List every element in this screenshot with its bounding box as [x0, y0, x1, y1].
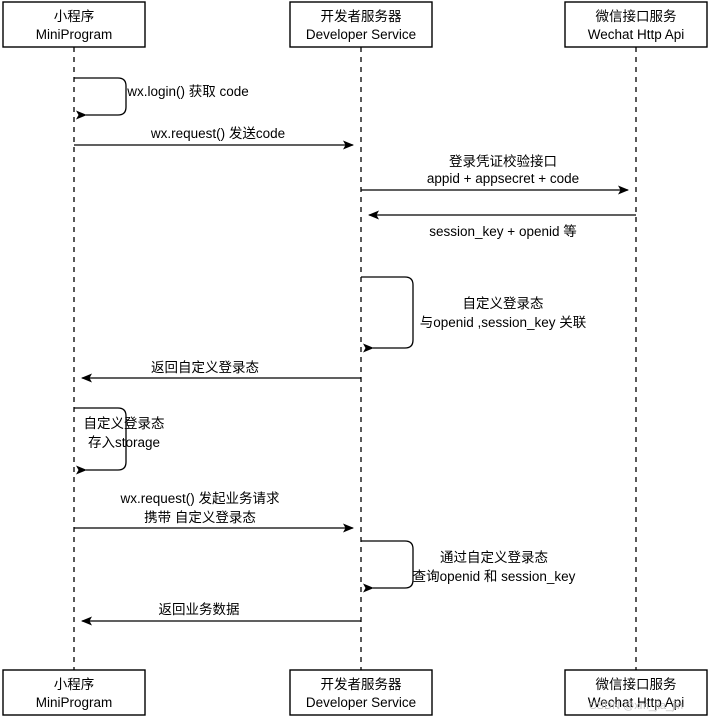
message-label-line2: 查询openid 和 session_key — [413, 569, 576, 584]
participant-header-developer-service[interactable]: 开发者服务器 Developer Service — [289, 1, 433, 48]
participant-box — [2, 1, 146, 48]
participant-footer-developer-service[interactable]: 开发者服务器 Developer Service — [289, 669, 433, 716]
participant-box — [564, 1, 708, 48]
message-label-line1: wx.request() 发起业务请求 — [119, 491, 280, 506]
message-label: wx.login() 获取 code — [126, 84, 249, 99]
message-label: 返回业务数据 — [159, 602, 240, 617]
message-label-line1: 自定义登录态 — [84, 416, 165, 431]
message-login-credential-check[interactable]: 登录凭证校验接口 appid + appsecret + code — [361, 153, 629, 195]
message-label: wx.request() 发送code — [150, 126, 285, 141]
participant-label-cn: 开发者服务器 — [321, 677, 402, 692]
message-label-line1: 自定义登录态 — [463, 296, 544, 311]
message-wx-login[interactable]: wx.login() 获取 code — [74, 77, 249, 120]
participant-label-en: Developer Service — [306, 695, 416, 710]
participant-label-cn: 小程序 — [54, 9, 95, 24]
message-return-business-data[interactable]: 返回业务数据 — [81, 602, 361, 626]
self-loop-path — [74, 407, 127, 475]
message-custom-login-state-associate[interactable]: 自定义登录态 与openid ,session_key 关联 — [361, 276, 587, 353]
participant-box — [2, 669, 146, 716]
participant-footer-wechat-http-api[interactable]: 微信接口服务 Wechat Http Api — [564, 669, 708, 716]
participant-footer-miniprogram[interactable]: 小程序 MiniProgram — [2, 669, 146, 716]
message-query-openid-session[interactable]: 通过自定义登录态 查询openid 和 session_key — [361, 540, 576, 593]
participant-label-cn: 微信接口服务 — [596, 8, 677, 24]
participant-label-cn: 小程序 — [54, 677, 95, 692]
participant-label-cn: 微信接口服务 — [596, 676, 677, 692]
message-label: 返回自定义登录态 — [151, 360, 259, 375]
participant-label-en: MiniProgram — [36, 695, 113, 710]
message-label-line2: appid + appsecret + code — [427, 171, 579, 186]
self-loop-path — [361, 540, 414, 593]
watermark-text: CSDN @xm_jia_jin — [589, 700, 683, 712]
message-session-key-openid[interactable]: session_key + openid 等 — [368, 210, 636, 239]
participant-label-en: MiniProgram — [36, 27, 113, 42]
message-business-request[interactable]: wx.request() 发起业务请求 携带 自定义登录态 — [74, 491, 354, 533]
participant-box — [564, 669, 708, 716]
message-label-line2: 与openid ,session_key 关联 — [420, 315, 587, 330]
message-return-custom-login-state[interactable]: 返回自定义登录态 — [81, 360, 361, 383]
participant-box — [289, 669, 433, 716]
self-loop-path — [361, 276, 414, 353]
message-label-line2: 存入storage — [88, 435, 160, 450]
participant-label-en: Wechat Http Api — [588, 695, 685, 710]
participant-header-miniprogram[interactable]: 小程序 MiniProgram — [2, 1, 146, 48]
message-label: session_key + openid 等 — [429, 223, 576, 239]
message-store-storage[interactable]: 自定义登录态 存入storage — [74, 407, 165, 475]
message-wx-request-code[interactable]: wx.request() 发送code — [74, 126, 354, 150]
participant-header-wechat-http-api[interactable]: 微信接口服务 Wechat Http Api — [564, 1, 708, 48]
participant-label-en: Developer Service — [306, 27, 416, 42]
participant-box — [289, 1, 433, 48]
self-loop-path — [74, 77, 127, 120]
participant-label-cn: 开发者服务器 — [321, 9, 402, 24]
message-label-line2: 携带 自定义登录态 — [144, 510, 256, 525]
participant-label-en: Wechat Http Api — [588, 27, 685, 42]
lifelines-group — [73, 47, 637, 670]
message-label-line1: 登录凭证校验接口 — [449, 153, 557, 169]
message-label-line1: 通过自定义登录态 — [440, 550, 548, 565]
